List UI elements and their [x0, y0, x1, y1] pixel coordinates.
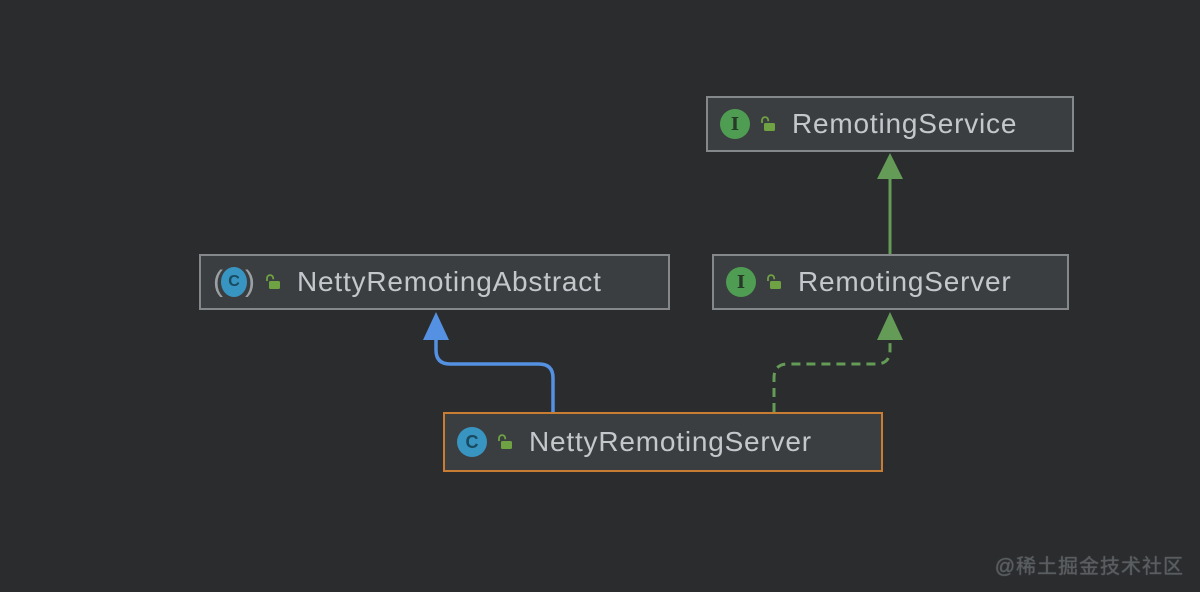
- class-node-remoting-service[interactable]: I RemotingService: [706, 96, 1074, 152]
- lock-icon: [767, 274, 781, 289]
- edge-arrowhead: [423, 312, 449, 340]
- class-icon: C: [457, 427, 487, 457]
- edge-arrowhead: [877, 153, 903, 179]
- edge-line[interactable]: [434, 338, 555, 414]
- interface-icon: I: [726, 267, 756, 297]
- abstract-paren: ): [245, 265, 255, 298]
- lock-icon: [761, 116, 775, 131]
- edge-extends-remotingserver-remotingservice[interactable]: [877, 153, 903, 254]
- lock-icon: [498, 434, 512, 449]
- class-node-netty-remoting-server[interactable]: C NettyRemotingServer: [443, 412, 883, 472]
- node-label: RemotingServer: [798, 266, 1012, 297]
- edge-arrowhead: [877, 312, 903, 340]
- edge-extends-nettyremotingserver-nettyremotingabstract[interactable]: [423, 312, 555, 414]
- node-label: NettyRemotingAbstract: [297, 266, 602, 297]
- class-node-netty-remoting-abstract[interactable]: ( C ) NettyRemotingAbstract: [199, 254, 670, 310]
- edge-line[interactable]: [772, 340, 892, 412]
- edge-implements-nettyremotingserver-remotingserver[interactable]: [772, 312, 903, 412]
- class-node-remoting-server[interactable]: I RemotingServer: [712, 254, 1069, 310]
- node-label: RemotingService: [792, 108, 1018, 139]
- watermark: @稀土掘金技术社区: [994, 556, 1184, 578]
- abstract-paren: (: [213, 265, 223, 298]
- abstract-class-icon: ( C ): [213, 267, 255, 297]
- interface-icon: I: [720, 109, 750, 139]
- class-icon: C: [221, 267, 247, 297]
- lock-icon: [266, 274, 280, 289]
- node-label: NettyRemotingServer: [529, 426, 812, 457]
